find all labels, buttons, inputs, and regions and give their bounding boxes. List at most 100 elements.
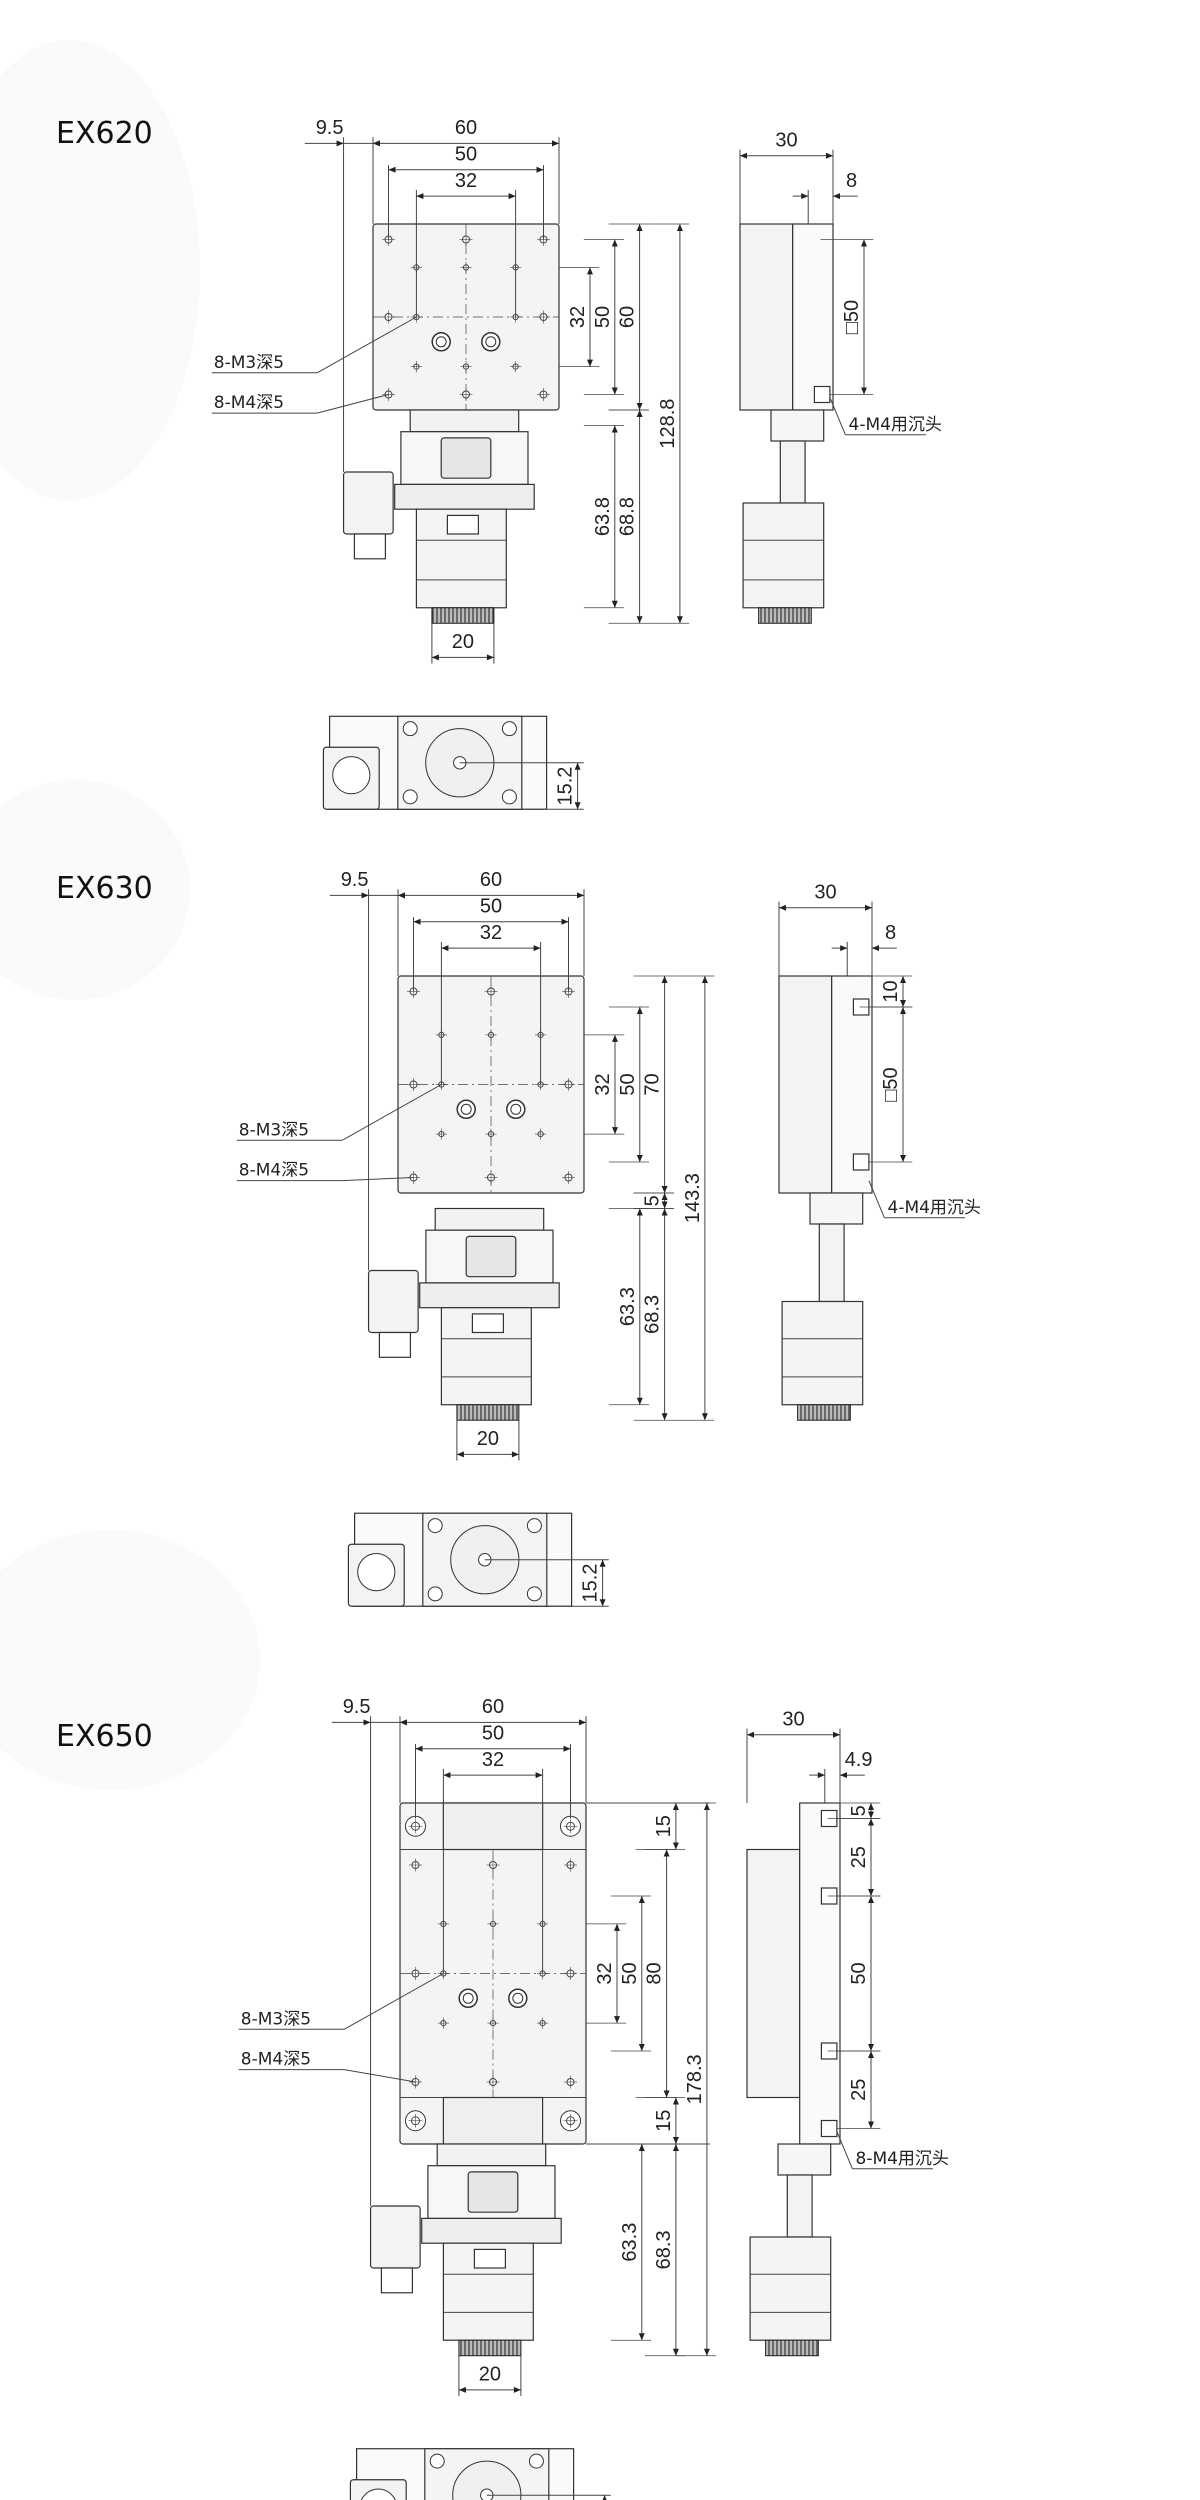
dimension-label: 60 xyxy=(617,306,639,328)
arrowhead xyxy=(661,1201,668,1209)
arrowhead xyxy=(638,2044,645,2051)
arrowhead xyxy=(661,1186,668,1193)
dimension-label: 20 xyxy=(477,1428,499,1450)
arrowhead xyxy=(672,2097,679,2105)
counterbore-hole xyxy=(512,1992,524,2004)
counterbore-screw xyxy=(813,385,831,404)
arrowhead xyxy=(636,403,643,410)
arrowhead xyxy=(441,945,449,952)
dimension-label: 50 xyxy=(619,1962,641,1984)
arrowhead xyxy=(840,945,848,952)
connector-socket xyxy=(332,756,371,795)
connector-box xyxy=(369,2205,421,2269)
arrowhead xyxy=(587,267,593,275)
dimension-label: 9.5 xyxy=(343,1696,371,1718)
dimension-label: 5 xyxy=(848,1805,870,1816)
dimension-label: 4.9 xyxy=(845,1749,873,1771)
guide-block xyxy=(409,409,520,433)
arrowhead xyxy=(574,802,581,810)
dimension-label: 50 xyxy=(617,1073,639,1095)
arrowhead xyxy=(636,224,643,231)
adjustment-knob xyxy=(458,2339,522,2357)
model-title-ex630: EX630 xyxy=(56,871,153,906)
arrowhead xyxy=(661,1193,668,1200)
coupling-icon xyxy=(467,2171,519,2213)
arrowhead xyxy=(611,387,618,395)
arrowhead xyxy=(661,976,668,983)
arrowhead xyxy=(416,193,424,200)
arrowhead xyxy=(826,152,833,159)
arrowhead xyxy=(868,2051,874,2058)
dimension-label: 63.3 xyxy=(617,1287,639,1326)
dimension-label: 50 xyxy=(455,143,477,165)
leader-line xyxy=(344,2069,416,2083)
arrowhead xyxy=(636,1208,643,1216)
arrowhead xyxy=(400,1719,407,1726)
dimension-label: 63.8 xyxy=(592,497,614,536)
counterbore-hole xyxy=(462,1992,474,2004)
arrowhead xyxy=(614,2016,620,2024)
arrowhead xyxy=(868,2121,874,2129)
arrowhead xyxy=(636,1155,643,1162)
arrowhead xyxy=(833,193,840,200)
arrowhead xyxy=(672,2348,679,2356)
shaft-hole xyxy=(480,2488,494,2500)
arrowhead xyxy=(833,1731,840,1738)
arrowhead xyxy=(373,140,380,147)
side-carriage xyxy=(739,223,794,411)
dimension-label: 50 xyxy=(482,1722,504,1744)
arrowhead xyxy=(612,1034,618,1042)
bottom-screw xyxy=(528,2453,544,2469)
arrowhead xyxy=(740,152,747,159)
arrowhead xyxy=(779,904,786,911)
arrowhead xyxy=(900,976,906,983)
dimension-label: 15 xyxy=(653,1815,675,1837)
bottom-screw xyxy=(526,1518,542,1534)
arrowhead xyxy=(868,1896,874,1903)
bottom-screw xyxy=(427,1518,443,1534)
dimension-label: 178.3 xyxy=(684,2054,706,2104)
arrowhead xyxy=(388,166,396,173)
arrowhead xyxy=(672,1803,679,1810)
dimension-label: 68.3 xyxy=(653,2230,675,2269)
dimension-label: 32 xyxy=(480,922,502,944)
leader-line xyxy=(317,394,389,414)
arrowhead xyxy=(661,1208,668,1216)
dimension-label: 20 xyxy=(452,631,474,653)
dimension-label: 143.3 xyxy=(682,1173,704,1223)
arrowhead xyxy=(458,2386,466,2393)
arrowhead xyxy=(701,1413,708,1421)
bottom-screw xyxy=(501,789,517,805)
arrowhead xyxy=(563,1745,571,1752)
counterbore-screw xyxy=(852,1153,870,1171)
bottom-screw xyxy=(526,1586,542,1602)
side-base xyxy=(792,223,834,411)
dimension-label: 32 xyxy=(592,1073,614,1095)
side-carriage xyxy=(778,975,833,1194)
dimension-label: 128.8 xyxy=(657,399,679,449)
arrowhead xyxy=(636,616,643,624)
coupling-icon xyxy=(440,437,492,479)
arrowhead xyxy=(611,425,618,433)
counterbore-hole xyxy=(435,336,447,348)
dimension-label: 68.3 xyxy=(642,1295,664,1334)
arrowhead xyxy=(602,2495,607,2500)
background-blob xyxy=(0,1530,260,1790)
arrowhead xyxy=(361,892,369,899)
arrowhead xyxy=(661,1413,668,1421)
arrowhead xyxy=(636,410,643,417)
side-coupling xyxy=(818,1223,845,1303)
motor-flange xyxy=(421,2217,562,2244)
connector-plug xyxy=(380,2267,413,2294)
arrowhead xyxy=(599,1599,606,1607)
dimension-label: 30 xyxy=(782,1709,804,1731)
arrowhead xyxy=(513,2386,521,2393)
arrowhead xyxy=(840,1772,847,1779)
arrowhead xyxy=(363,1719,371,1726)
bottom-screw xyxy=(402,721,418,737)
arrowhead xyxy=(801,193,809,200)
leader-line xyxy=(829,397,846,435)
leader-line xyxy=(836,2131,853,2169)
dimension-label: 9.5 xyxy=(341,869,369,891)
connector-box xyxy=(342,471,394,535)
